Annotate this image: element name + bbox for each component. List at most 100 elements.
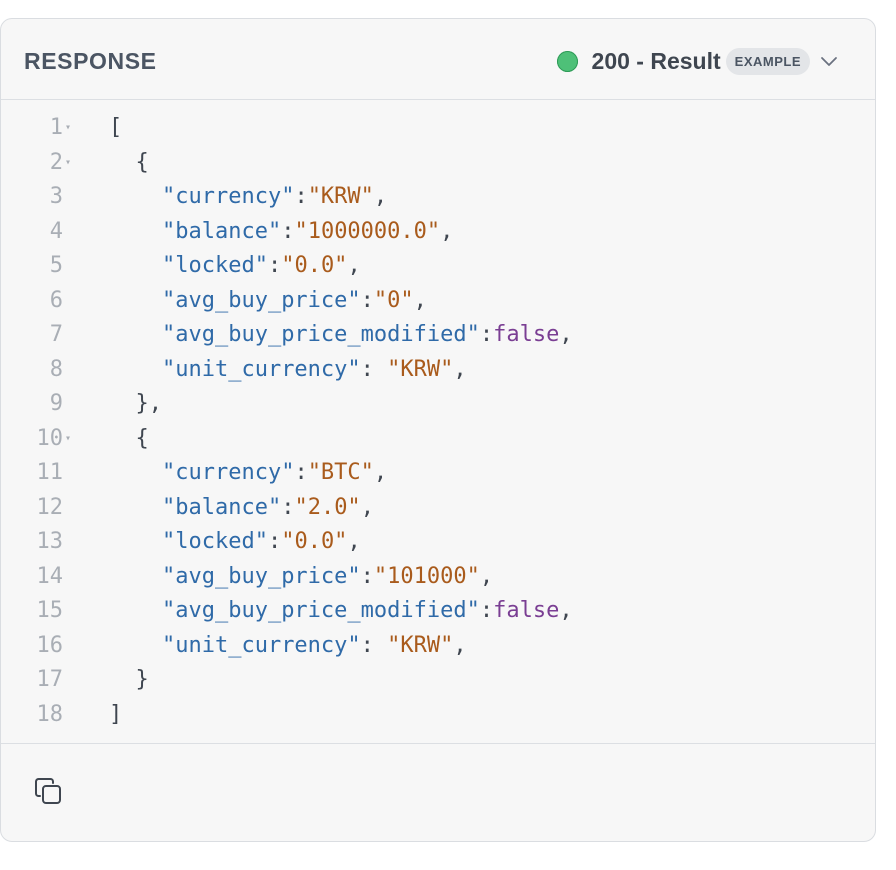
code-line: 10▾ { [1, 422, 875, 457]
code-token: "0.0" [281, 529, 348, 554]
code-content: "avg_buy_price_modified":false, [109, 594, 573, 629]
code-line: 11 "currency":"BTC", [1, 456, 875, 491]
code-line: 15 "avg_buy_price_modified":false, [1, 594, 875, 629]
code-token: "currency" [161, 460, 295, 485]
code-token: "KRW" [387, 632, 454, 658]
code-token: "KRW" [307, 184, 374, 209]
code-token: "2.0" [294, 494, 361, 520]
status-selector[interactable]: 200 - Result EXAMPLE [556, 45, 839, 77]
code-token: : [294, 460, 308, 485]
code-token: , [347, 253, 361, 278]
code-token: : [360, 563, 374, 589]
code-content: }, [109, 387, 162, 422]
line-number: 4 [49, 218, 63, 244]
line-number: 8 [49, 356, 63, 382]
code-token: "101000" [373, 563, 480, 589]
line-number: 18 [36, 701, 64, 727]
code-token: : [479, 598, 494, 623]
code-token: ] [109, 701, 123, 727]
line-number: 2 [49, 149, 63, 175]
response-footer [1, 743, 875, 841]
code-token: "KRW" [387, 356, 454, 382]
code-token: , [360, 494, 374, 520]
line-number: 17 [36, 667, 64, 692]
code-token [109, 529, 162, 554]
code-token: } [109, 667, 149, 692]
code-line: 1▾[ [1, 111, 875, 146]
code-token: , [479, 563, 494, 589]
line-number: 7 [49, 322, 63, 347]
status-label: 200 - Result [591, 47, 721, 74]
code-content: "locked":"0.0", [109, 249, 361, 284]
code-line: 14 "avg_buy_price":"101000", [1, 560, 875, 595]
code-token: : [360, 356, 388, 382]
code-token: "1000000.0" [294, 218, 441, 244]
response-header: RESPONSE 200 - Result EXAMPLE [1, 19, 875, 100]
code-token: : [281, 218, 295, 244]
line-number: 3 [49, 184, 63, 209]
code-token: "BTC" [307, 460, 374, 485]
code-token [109, 495, 162, 520]
fold-toggle-icon[interactable]: ▾ [65, 156, 72, 168]
line-number: 10 [36, 425, 64, 451]
status-dot-icon [556, 50, 578, 72]
code-token: }, [109, 391, 162, 416]
code-line: 9 }, [1, 387, 875, 422]
code-content: "currency":"KRW", [109, 180, 387, 215]
chevron-down-icon[interactable] [819, 51, 839, 71]
code-token: : [360, 287, 374, 313]
code-content: ] [109, 698, 122, 733]
code-token: , [559, 322, 573, 347]
code-token: { [109, 149, 149, 175]
code-token: , [453, 632, 467, 658]
response-title: RESPONSE [24, 48, 157, 74]
code-token: "locked" [161, 529, 268, 554]
line-number: 5 [49, 253, 63, 278]
code-token: "0" [373, 287, 414, 313]
code-token: , [559, 598, 573, 623]
code-content: { [109, 146, 149, 181]
code-token: "avg_buy_price" [161, 563, 361, 589]
code-token: "balance" [161, 494, 282, 520]
code-token [109, 357, 162, 382]
code-token [109, 460, 162, 485]
code-content: "currency":"BTC", [109, 456, 387, 491]
code-token: : [479, 322, 494, 347]
fold-toggle-icon[interactable]: ▾ [65, 432, 72, 444]
code-token: "avg_buy_price_modified" [161, 322, 480, 347]
code-line: 17 } [1, 663, 875, 698]
code-content: "locked":"0.0", [109, 525, 361, 560]
code-token: , [347, 529, 361, 554]
line-number: 16 [36, 632, 64, 658]
code-content: [ [109, 111, 122, 146]
code-line: 13 "locked":"0.0", [1, 525, 875, 560]
code-token [109, 564, 162, 589]
code-token: : [267, 253, 282, 278]
code-token: "avg_buy_price" [161, 287, 361, 313]
copy-icon[interactable] [31, 774, 67, 810]
fold-toggle-icon[interactable]: ▾ [65, 122, 72, 133]
code-token [109, 598, 162, 623]
code-line: 4 "balance":"1000000.0", [1, 215, 875, 250]
code-token: "locked" [161, 253, 268, 278]
response-panel: RESPONSE 200 - Result EXAMPLE 1▾[2▾ {3 "… [0, 18, 876, 842]
code-content: "unit_currency": "KRW", [109, 353, 467, 388]
code-token: , [413, 287, 427, 313]
code-content: "avg_buy_price":"0", [109, 284, 427, 319]
code-token: : [267, 529, 282, 554]
code-token: "avg_buy_price_modified" [161, 598, 480, 623]
code-line: 16 "unit_currency": "KRW", [1, 629, 875, 664]
code-line: 3 "currency":"KRW", [1, 180, 875, 215]
code-line: 5 "locked":"0.0", [1, 249, 875, 284]
code-token: [ [109, 115, 123, 140]
code-token: : [281, 494, 295, 520]
line-number: 11 [36, 460, 64, 485]
line-number: 9 [49, 391, 63, 416]
code-line: 12 "balance":"2.0", [1, 491, 875, 526]
code-token: false [493, 598, 560, 623]
code-line: 7 "avg_buy_price_modified":false, [1, 318, 875, 353]
code-content: "avg_buy_price_modified":false, [109, 318, 573, 353]
code-line: 8 "unit_currency": "KRW", [1, 353, 875, 388]
example-badge: EXAMPLE [725, 47, 810, 75]
code-line: 2▾ { [1, 146, 875, 181]
